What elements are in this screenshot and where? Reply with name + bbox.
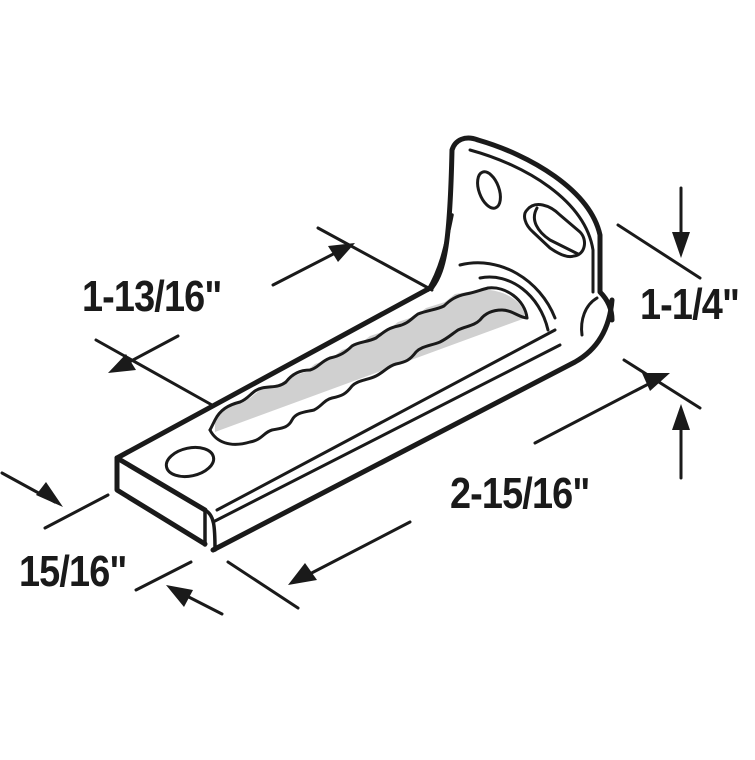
dimension-lines <box>0 186 702 616</box>
dimension-label-width: 15/16" <box>19 547 127 596</box>
dimension-label-slot-length: 1-13/16" <box>82 272 222 321</box>
dimension-label-length: 2-15/16" <box>450 469 590 518</box>
bracket-body <box>114 135 615 553</box>
dimension-label-height: 1-1/4" <box>640 280 740 329</box>
